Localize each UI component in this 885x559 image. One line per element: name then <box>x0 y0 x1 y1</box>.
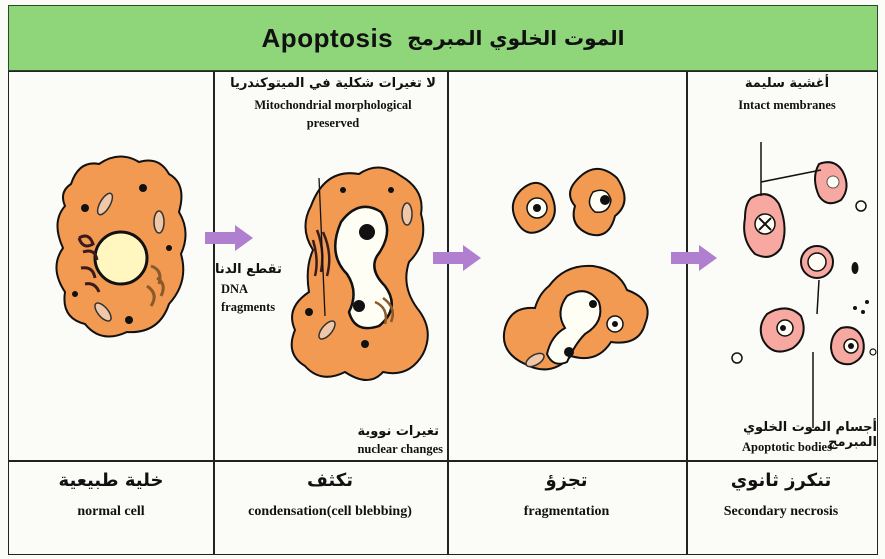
nuclear-label-en: nuclear changes <box>309 442 443 457</box>
dna-label-en-2: fragments <box>221 300 275 315</box>
stage-table: لا تغيرات شكلية في الميتوكندريا Mitochon… <box>8 71 878 555</box>
normal-cell-drawing <box>56 156 185 336</box>
necrosis-drawing <box>732 142 876 428</box>
mito-label-en-1: Mitochondrial morphological <box>219 98 447 113</box>
mito-label-ar: لا تغيرات شكلية في الميتوكندريا <box>219 76 447 91</box>
caption-necrosis-ar: تنكرز ثانوي <box>686 470 876 491</box>
caption-fragmentation-en: fragmentation <box>447 504 686 520</box>
title-banner: Apoptosis الموت الخلوي المبرمج <box>8 5 878 71</box>
fragmentation-drawing <box>504 169 648 370</box>
caption-normal-ar: خلية طبيعية <box>9 470 213 491</box>
dna-label-ar: تقطع الدنا <box>215 262 282 277</box>
caption-necrosis-en: Secondary necrosis <box>686 504 876 520</box>
arrow-2 <box>433 245 481 271</box>
membranes-label-ar: أغشية سليمة <box>699 76 875 91</box>
caption-fragmentation-ar: تجزؤ <box>447 470 686 491</box>
membranes-label-en: Intact membranes <box>699 98 875 113</box>
bodies-label-en: Apoptotic bodies <box>699 440 875 455</box>
caption-normal-en: normal cell <box>9 504 213 520</box>
condensation-cell-drawing <box>292 167 428 380</box>
title-english: Apoptosis <box>262 23 394 54</box>
mito-label-en-2: preserved <box>219 116 447 131</box>
caption-condensation-ar: تكثف <box>213 470 447 491</box>
title-arabic: الموت الخلوي المبرمج <box>407 26 624 50</box>
dna-label-en-1: DNA <box>221 282 248 297</box>
arrow-1 <box>205 225 253 251</box>
caption-condensation-en: condensation(cell blebbing) <box>213 504 447 520</box>
nuclear-label-ar: تغيرات نووية <box>339 424 439 439</box>
arrow-3 <box>671 245 717 271</box>
